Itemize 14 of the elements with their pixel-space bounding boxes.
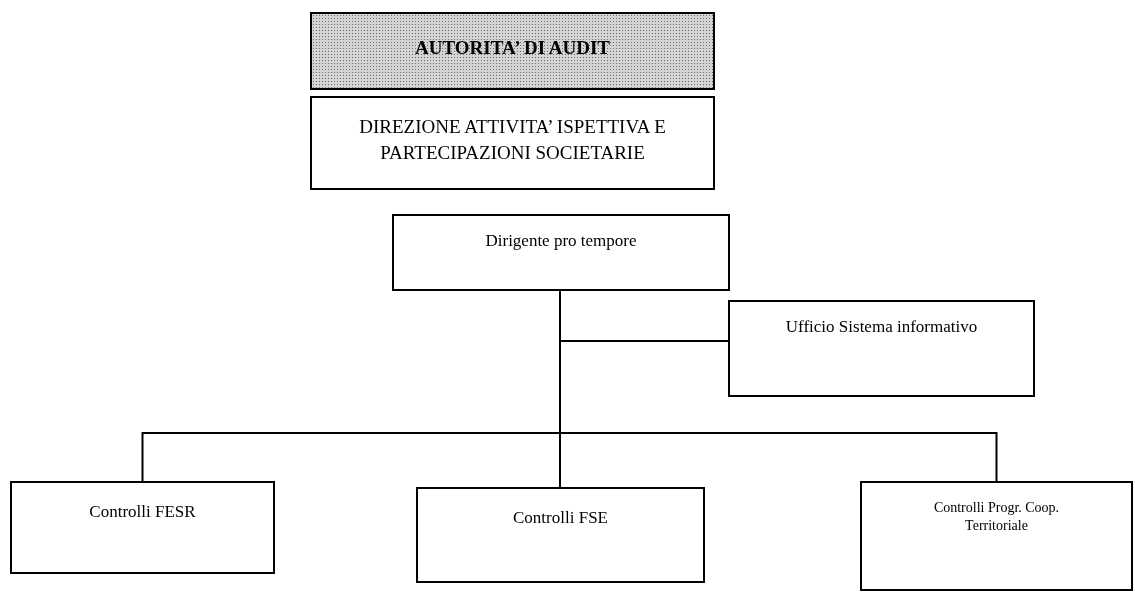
- box-label: Ufficio Sistema informativo: [784, 316, 979, 338]
- unit-box: [860, 481, 1133, 591]
- box-label: DIREZIONE ATTIVITA’ ISPETTIVA E PARTECIPAZIONI SOCIETARIE: [358, 115, 667, 165]
- title-box: [310, 12, 715, 90]
- unit-box: [10, 481, 275, 574]
- department-box: [310, 96, 715, 190]
- office-box: [728, 300, 1035, 397]
- box-label: AUTORITA’ DI AUDIT: [414, 36, 611, 60]
- manager-box: [392, 214, 730, 291]
- box-label: Controlli FSE: [512, 507, 609, 529]
- unit-box: [416, 487, 705, 583]
- box-label: Controlli Progr. Coop. Territoriale: [932, 499, 1061, 535]
- box-label: Dirigente pro tempore: [484, 230, 638, 252]
- box-label: Controlli FESR: [88, 501, 197, 523]
